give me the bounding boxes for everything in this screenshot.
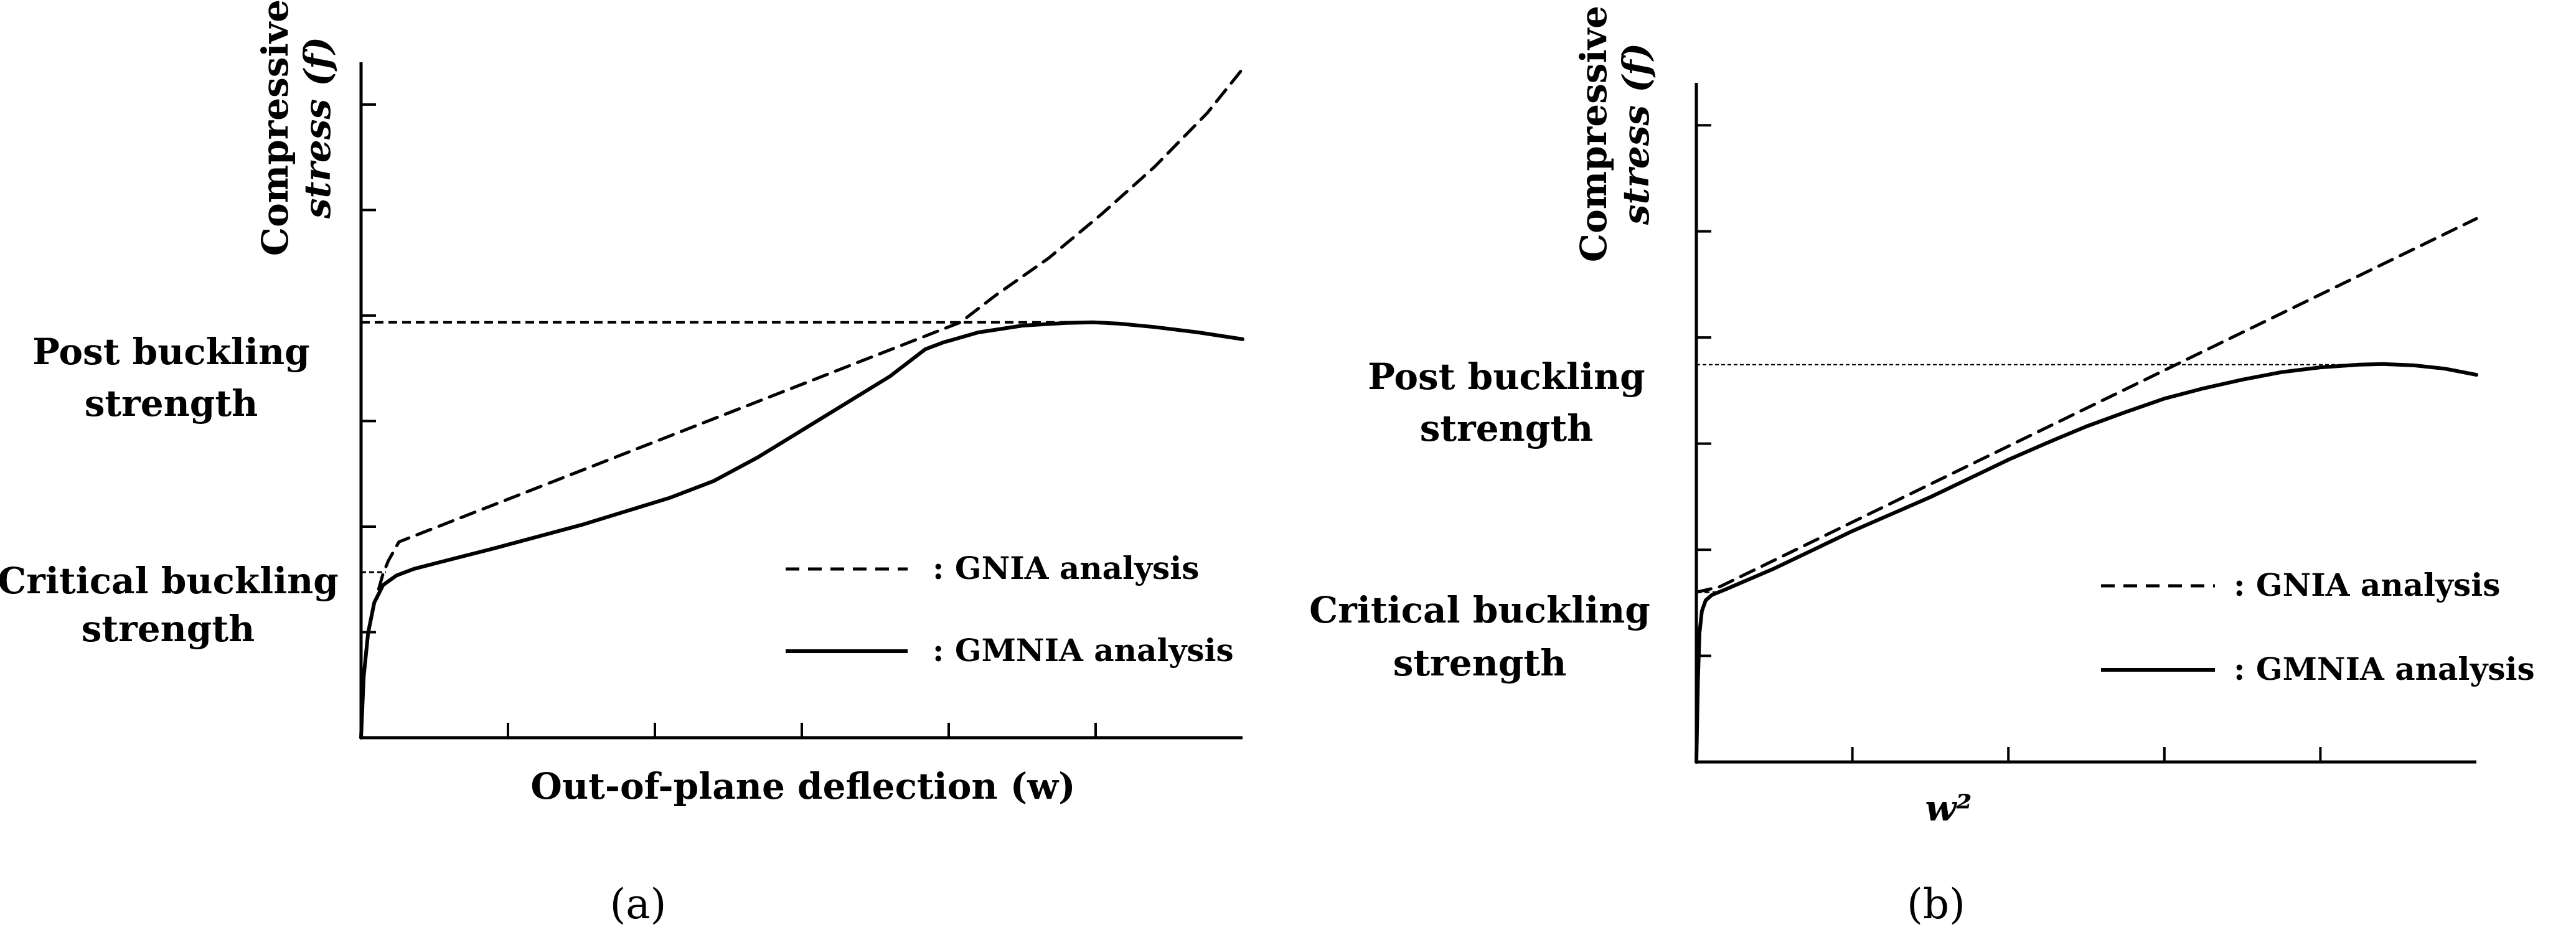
gnia-curve-a bbox=[377, 67, 1244, 591]
tick-marks-a bbox=[361, 103, 1097, 738]
post-buckling-label-line2-a: strength bbox=[85, 382, 258, 425]
post-buckling-label-line1-b: Post buckling bbox=[1368, 355, 1645, 398]
legend-label-gnia-a: : GNIA analysis bbox=[933, 550, 1199, 586]
post-buckling-label-line2-b: strength bbox=[1420, 407, 1594, 449]
series-lines-a bbox=[359, 67, 1244, 740]
gnia-curve-b bbox=[1695, 217, 2478, 594]
legend-label-gnia-b: : GNIA analysis bbox=[2234, 567, 2500, 603]
panel-caption-a: (a) bbox=[610, 880, 667, 928]
critical-buckling-label-line1-a: Critical buckling bbox=[0, 560, 339, 602]
gmnia-curve-b bbox=[1695, 362, 2478, 764]
tick-marks-b bbox=[1696, 124, 2322, 762]
critical-buckling-label-line2-b: strength bbox=[1393, 642, 1567, 684]
reference-line-a bbox=[361, 321, 1102, 573]
panel-b: Compressive stress (f) Post buckling str… bbox=[1309, 6, 2535, 928]
panel-a: Compressive stress (f) Post buckling str… bbox=[0, 0, 1244, 928]
y-axis-label-line2-a: stress (f) bbox=[296, 37, 339, 219]
panel-caption-b: (b) bbox=[1907, 880, 1965, 928]
legend-label-gmnia-b: : GMNIA analysis bbox=[2234, 651, 2535, 687]
x-axis-label-a: Out-of-plane deflection (w) bbox=[530, 765, 1075, 807]
y-axis-label-line1-a: Compressive bbox=[254, 0, 296, 256]
legend-label-gmnia-a: : GMNIA analysis bbox=[933, 632, 1234, 669]
plot-frame-b bbox=[1695, 83, 2476, 764]
x-axis-label-b: w² bbox=[1925, 787, 1972, 829]
critical-buckling-label-line1-b: Critical buckling bbox=[1309, 589, 1650, 631]
y-axis-label-line1-b: Compressive bbox=[1572, 6, 1615, 262]
series-lines-b bbox=[1695, 217, 2478, 764]
critical-buckling-label-line2-a: strength bbox=[82, 608, 255, 650]
y-axis-label-line2-b: stress (f) bbox=[1615, 43, 1657, 225]
gmnia-curve-a bbox=[359, 320, 1244, 740]
post-buckling-label-line1-a: Post buckling bbox=[32, 331, 309, 373]
